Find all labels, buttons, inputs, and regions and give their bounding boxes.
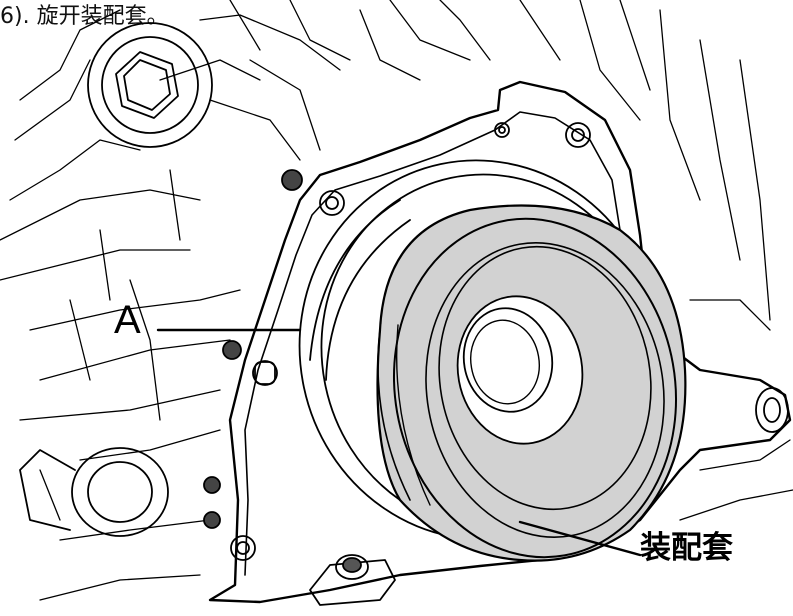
- engine-block-lines: [0, 0, 793, 601]
- lower-boss: [19, 447, 169, 537]
- step-caption: 6). 旋开装配套。: [0, 4, 169, 29]
- leader-line-sleeve: [518, 520, 642, 557]
- flange-bolt-holes: [203, 122, 591, 561]
- label-a: A: [114, 298, 141, 342]
- side-bolt: [755, 387, 789, 433]
- assembly-sleeve: [376, 204, 687, 562]
- bottom-bracket: [309, 554, 396, 606]
- label-assembly-sleeve: 装配套: [640, 530, 733, 566]
- hex-bolt: [87, 22, 213, 148]
